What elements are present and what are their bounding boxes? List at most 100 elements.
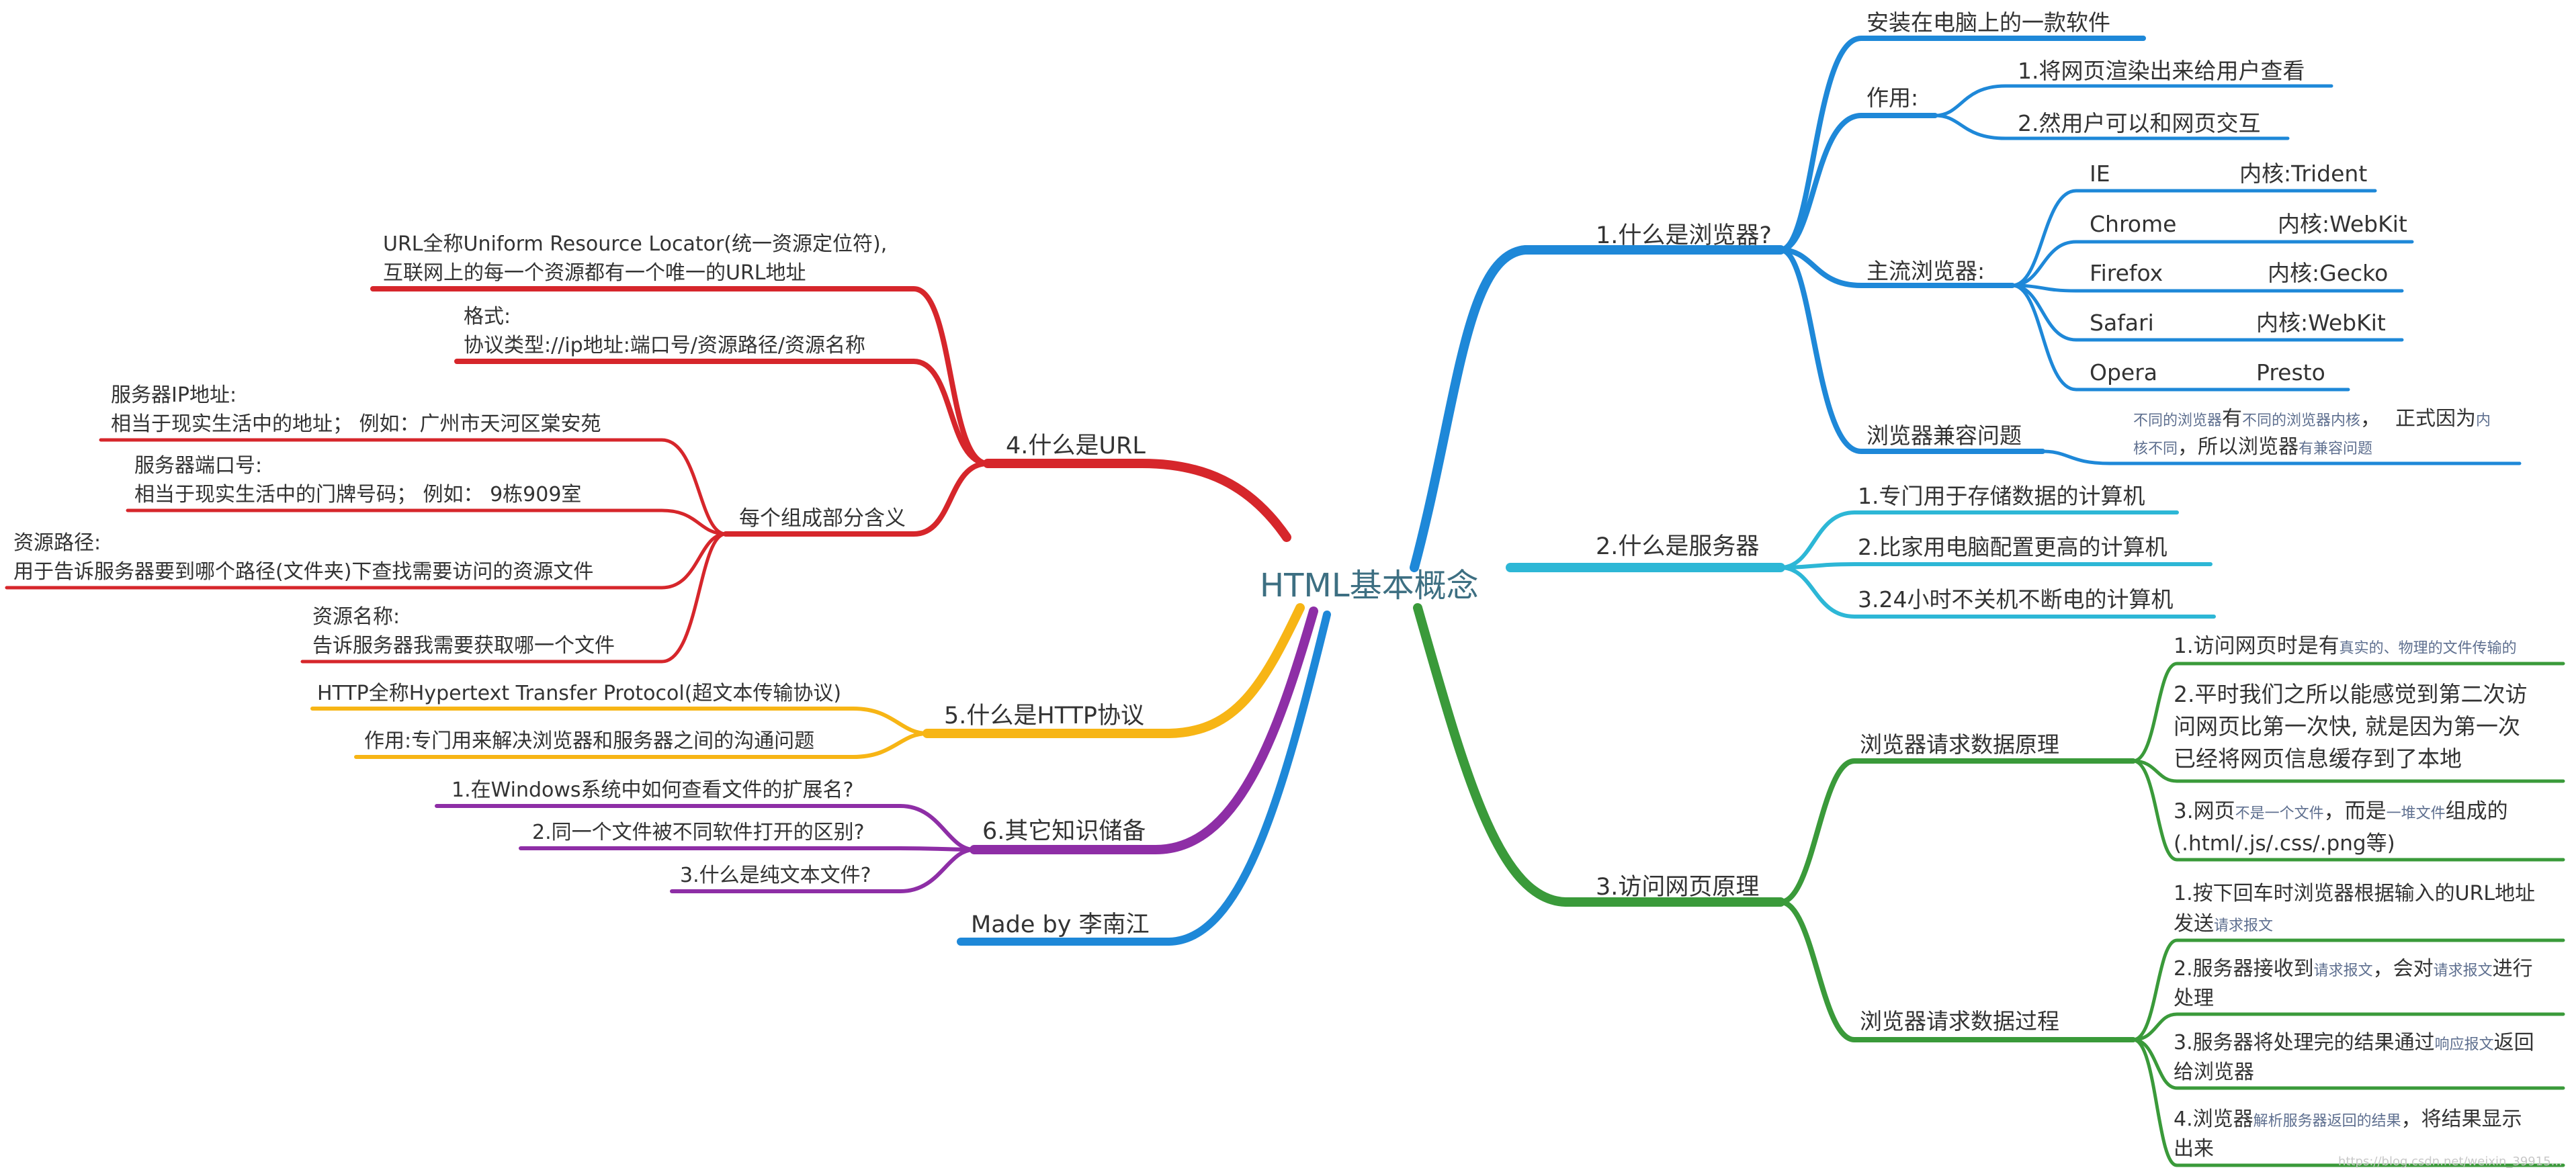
url-title: 4.什么是URL — [1006, 433, 1146, 459]
visit-title: 3.访问网页原理 — [1596, 874, 1759, 901]
browser-install: 安装在电脑上的一款软件 — [1866, 9, 2110, 36]
edge-parts-name — [300, 532, 728, 664]
branch-visit — [1413, 603, 2565, 1167]
edge-pc-3 — [2131, 1038, 2565, 1090]
browser-opera-kernel: Presto — [2256, 359, 2325, 386]
other-item-2: 2.同一个文件被不同软件打开的区别? — [532, 821, 865, 844]
visit-process-4-line2: 出来 — [2174, 1137, 2214, 1161]
principle-3-part: 一堆文件 — [2387, 805, 2446, 822]
edge-parts-ip — [99, 438, 728, 536]
url-parts-ip-line1: 服务器IP地址: — [111, 384, 237, 407]
edge-other-2 — [519, 846, 976, 852]
principle-1-small: 真实的、物理的文件传输的 — [2339, 640, 2517, 657]
compat-note-part: 有 — [2222, 407, 2242, 431]
edge-http-1 — [310, 707, 929, 735]
visit-process-2-line1: 2.服务器接收到请求报文，会对请求报文进行 — [2174, 957, 2533, 981]
url-def-line2: 互联网上的每一个资源都有一个唯一的URL地址 — [383, 261, 806, 285]
root-title: HTML基本概念 — [1260, 567, 1479, 604]
branch-url — [5, 286, 1291, 664]
process-4-part: 解析服务器返回的结果 — [2253, 1113, 2401, 1130]
branch-server — [1506, 510, 2216, 619]
edge-root-visit — [1413, 603, 1785, 907]
browser-safari-kernel: 内核:WebKit — [2256, 310, 2386, 336]
process-2-part: 2.服务器接收到 — [2174, 957, 2314, 981]
visit-process-3-line2: 给浏览器 — [2174, 1061, 2254, 1084]
edge-root-url — [983, 459, 1291, 542]
edge-browser-role — [1778, 113, 1938, 253]
branch-other — [435, 606, 1318, 893]
edge-url-format — [454, 359, 990, 466]
edge-root-credit — [957, 611, 1331, 946]
visit-process-label: 浏览器请求数据过程 — [1860, 1008, 2059, 1034]
url-parts-name-line1: 资源名称: — [312, 605, 400, 629]
http-title: 5.什么是HTTP协议 — [944, 703, 1144, 729]
edge-other-3 — [670, 848, 976, 893]
browser-title: 1.什么是浏览器? — [1596, 222, 1772, 249]
url-format-line2: 协议类型://ip地址:端口号/资源路径/资源名称 — [464, 334, 865, 357]
compat-note-part: 不同的浏览器 — [2133, 412, 2222, 429]
principle-3-part: 不是一个文件 — [2235, 805, 2324, 822]
visit-principle-item-2-line3: 已经将网页信息缓存到了本地 — [2174, 746, 2462, 772]
edge-url-def — [370, 286, 990, 466]
other-title: 6.其它知识储备 — [982, 818, 1146, 845]
browser-chrome-name: Chrome — [2090, 211, 2176, 237]
http-item-2: 作用:专门用来解决浏览器和服务器之间的沟通问题 — [364, 729, 814, 753]
browser-role-item-2: 2.然用户可以和网页交互 — [2018, 110, 2261, 136]
edge-pr-2 — [2131, 759, 2565, 783]
visit-process-3-line1: 3.服务器将处理完的结果通过响应报文返回 — [2174, 1031, 2534, 1054]
edge-pr-3 — [2131, 759, 2565, 862]
compat-note-part: 核不同 — [2133, 441, 2178, 457]
edge-browser-compat — [1778, 247, 2045, 454]
edge-pc-2 — [2131, 1012, 2565, 1042]
edge-role-2 — [1933, 114, 2290, 140]
principle-3-part: 3.网页 — [2174, 799, 2235, 823]
url-parts-port-line1: 服务器端口号: — [134, 454, 262, 478]
principle-1-text: 1.访问网页时是有 — [2174, 634, 2339, 658]
url-parts-name-line2: 告诉服务器我需要获取哪一个文件 — [312, 634, 615, 658]
process-4-part: ，将结果显示 — [2401, 1108, 2522, 1131]
edge-pc-1 — [2131, 938, 2565, 1042]
compat-note-part: 内 — [2476, 412, 2491, 429]
edge-root-http — [922, 603, 1305, 738]
edge-server-1 — [1778, 510, 2179, 570]
compat-note-part: 不同的浏览器内核 — [2242, 412, 2360, 429]
server-title: 2.什么是服务器 — [1596, 533, 1759, 560]
branch-credit — [957, 611, 1331, 946]
visit-principle-label: 浏览器请求数据原理 — [1860, 731, 2059, 758]
url-parts-ip-line2: 相当于现实生活中的地址； 例如：广州市天河区棠安苑 — [111, 412, 601, 436]
compat-note-part: 有兼容问题 — [2299, 441, 2372, 457]
watermark: https://blog.csdn.net/weixin_39915... — [2338, 1155, 2563, 1169]
edge-root-other — [970, 606, 1318, 854]
visit-process-1-line2: 发送请求报文 — [2174, 912, 2273, 936]
compat-note-part: ，所以浏览器 — [2178, 435, 2299, 459]
edge-ms-opera — [2010, 283, 2350, 392]
process-3-part: 响应报文 — [2435, 1036, 2494, 1053]
visit-process-1-line1: 1.按下回车时浏览器根据输入的URL地址 — [2174, 882, 2535, 905]
url-def-line1: URL全称Uniform Resource Locator(统一资源定位符), — [383, 232, 887, 256]
edge-visit-principle — [1778, 758, 2136, 905]
visit-principle-item-3-line1: 3.网页不是一个文件，而是一堆文件组成的 — [2174, 799, 2508, 823]
edge-parts-path — [5, 532, 728, 590]
edge-http-2 — [354, 731, 929, 759]
url-parts-path-line2: 用于告诉服务器要到哪个路径(文件夹)下查找需要访问的资源文件 — [13, 560, 593, 584]
credit-text: Made by 李南江 — [971, 911, 1150, 938]
http-item-1: HTTP全称Hypertext Transfer Protocol(超文本传输协… — [317, 682, 841, 705]
browser-mainstream-label: 主流浏览器: — [1866, 258, 1985, 284]
browser-firefox-kernel: 内核:Gecko — [2268, 260, 2388, 286]
process-2-part: ，会对 — [2373, 957, 2434, 981]
visit-principle-item-1: 1.访问网页时是有真实的、物理的文件传输的 — [2174, 634, 2517, 658]
url-parts-label: 每个组成部分含义 — [739, 506, 906, 531]
principle-3-part: 组成的 — [2446, 799, 2508, 823]
browser-firefox-name: Firefox — [2090, 260, 2163, 286]
process-3-part: 返回 — [2494, 1031, 2534, 1054]
edge-compat-note — [2041, 449, 2522, 465]
edge-browser-mainstream — [1778, 247, 2015, 288]
principle-3-part: ，而是 — [2324, 799, 2387, 823]
process-4-part: 4.浏览器 — [2174, 1108, 2253, 1131]
process-2-part: 请求报文 — [2434, 962, 2493, 979]
browser-compat-note-line2: 核不同，所以浏览器有兼容问题 — [2133, 435, 2372, 459]
process-1-part: 发送 — [2174, 912, 2214, 936]
visit-principle-item-2-line1: 2.平时我们之所以能感觉到第二次访 — [2174, 681, 2528, 707]
edge-role-1 — [1933, 84, 2333, 118]
